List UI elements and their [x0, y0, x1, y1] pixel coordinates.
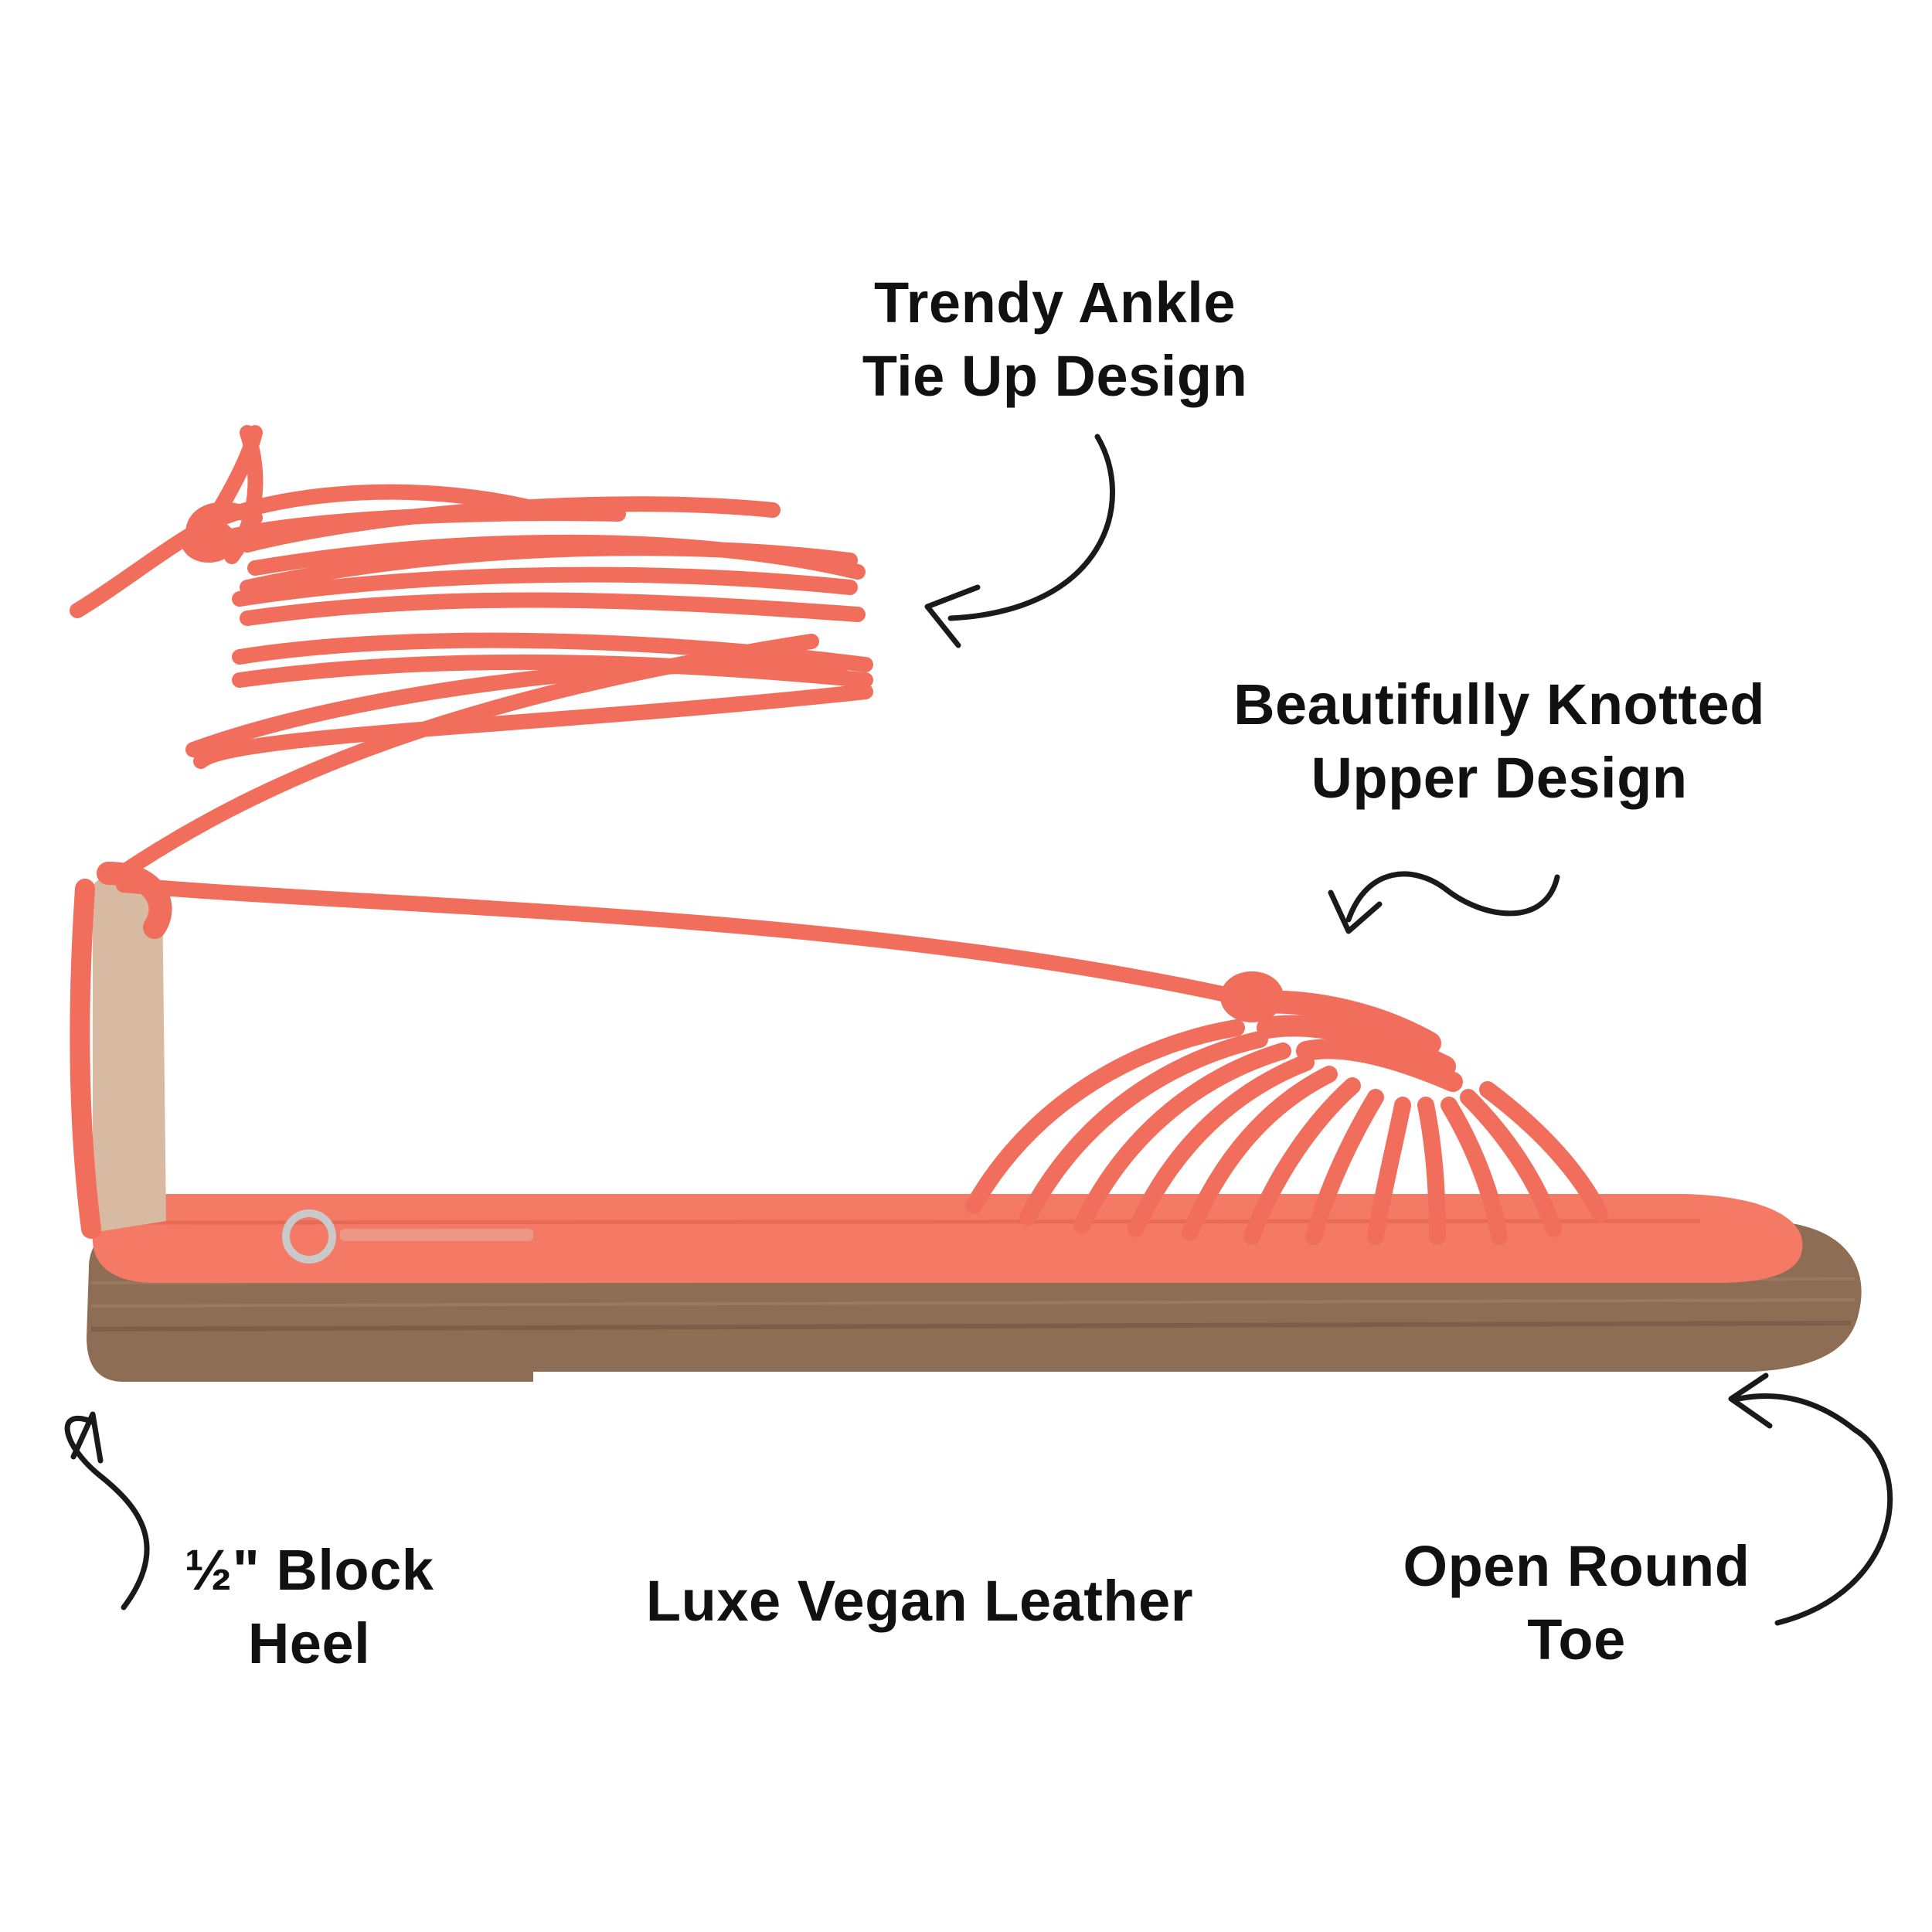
callout-ankle-line2: Tie Up Design: [862, 343, 1248, 408]
callout-knotted-upper: Beautifully Knotted Upper Design: [1182, 668, 1816, 815]
callout-vegan-line1: Luxe Vegan Leather: [645, 1569, 1194, 1633]
callout-knot-line1: Beautifully Knotted: [1233, 672, 1765, 736]
callout-ankle-line1: Trendy Ankle: [874, 270, 1236, 335]
callout-toe-line2: Toe: [1527, 1607, 1626, 1672]
callout-block-heel: ½" Block Heel: [143, 1534, 475, 1680]
callout-open-toe: Open Round Toe: [1345, 1530, 1808, 1676]
callout-toe-line1: Open Round: [1403, 1534, 1750, 1598]
sandal-heel-counter: [70, 862, 172, 1239]
callout-ankle-tie: Trendy Ankle Tie Up Design: [808, 267, 1302, 413]
callout-heel-line1: ½" Block: [184, 1538, 434, 1602]
brand-wordmark-mark: [340, 1229, 533, 1241]
callout-heel-line2: Heel: [247, 1611, 371, 1675]
brand-logo-icon: [282, 1209, 336, 1264]
sandal-ankle-wrap: [70, 425, 1244, 1005]
callout-vegan-leather: Luxe Vegan Leather: [587, 1565, 1252, 1638]
sandal-knotted-upper: [965, 971, 1608, 1245]
callout-knot-line2: Upper Design: [1311, 745, 1688, 810]
